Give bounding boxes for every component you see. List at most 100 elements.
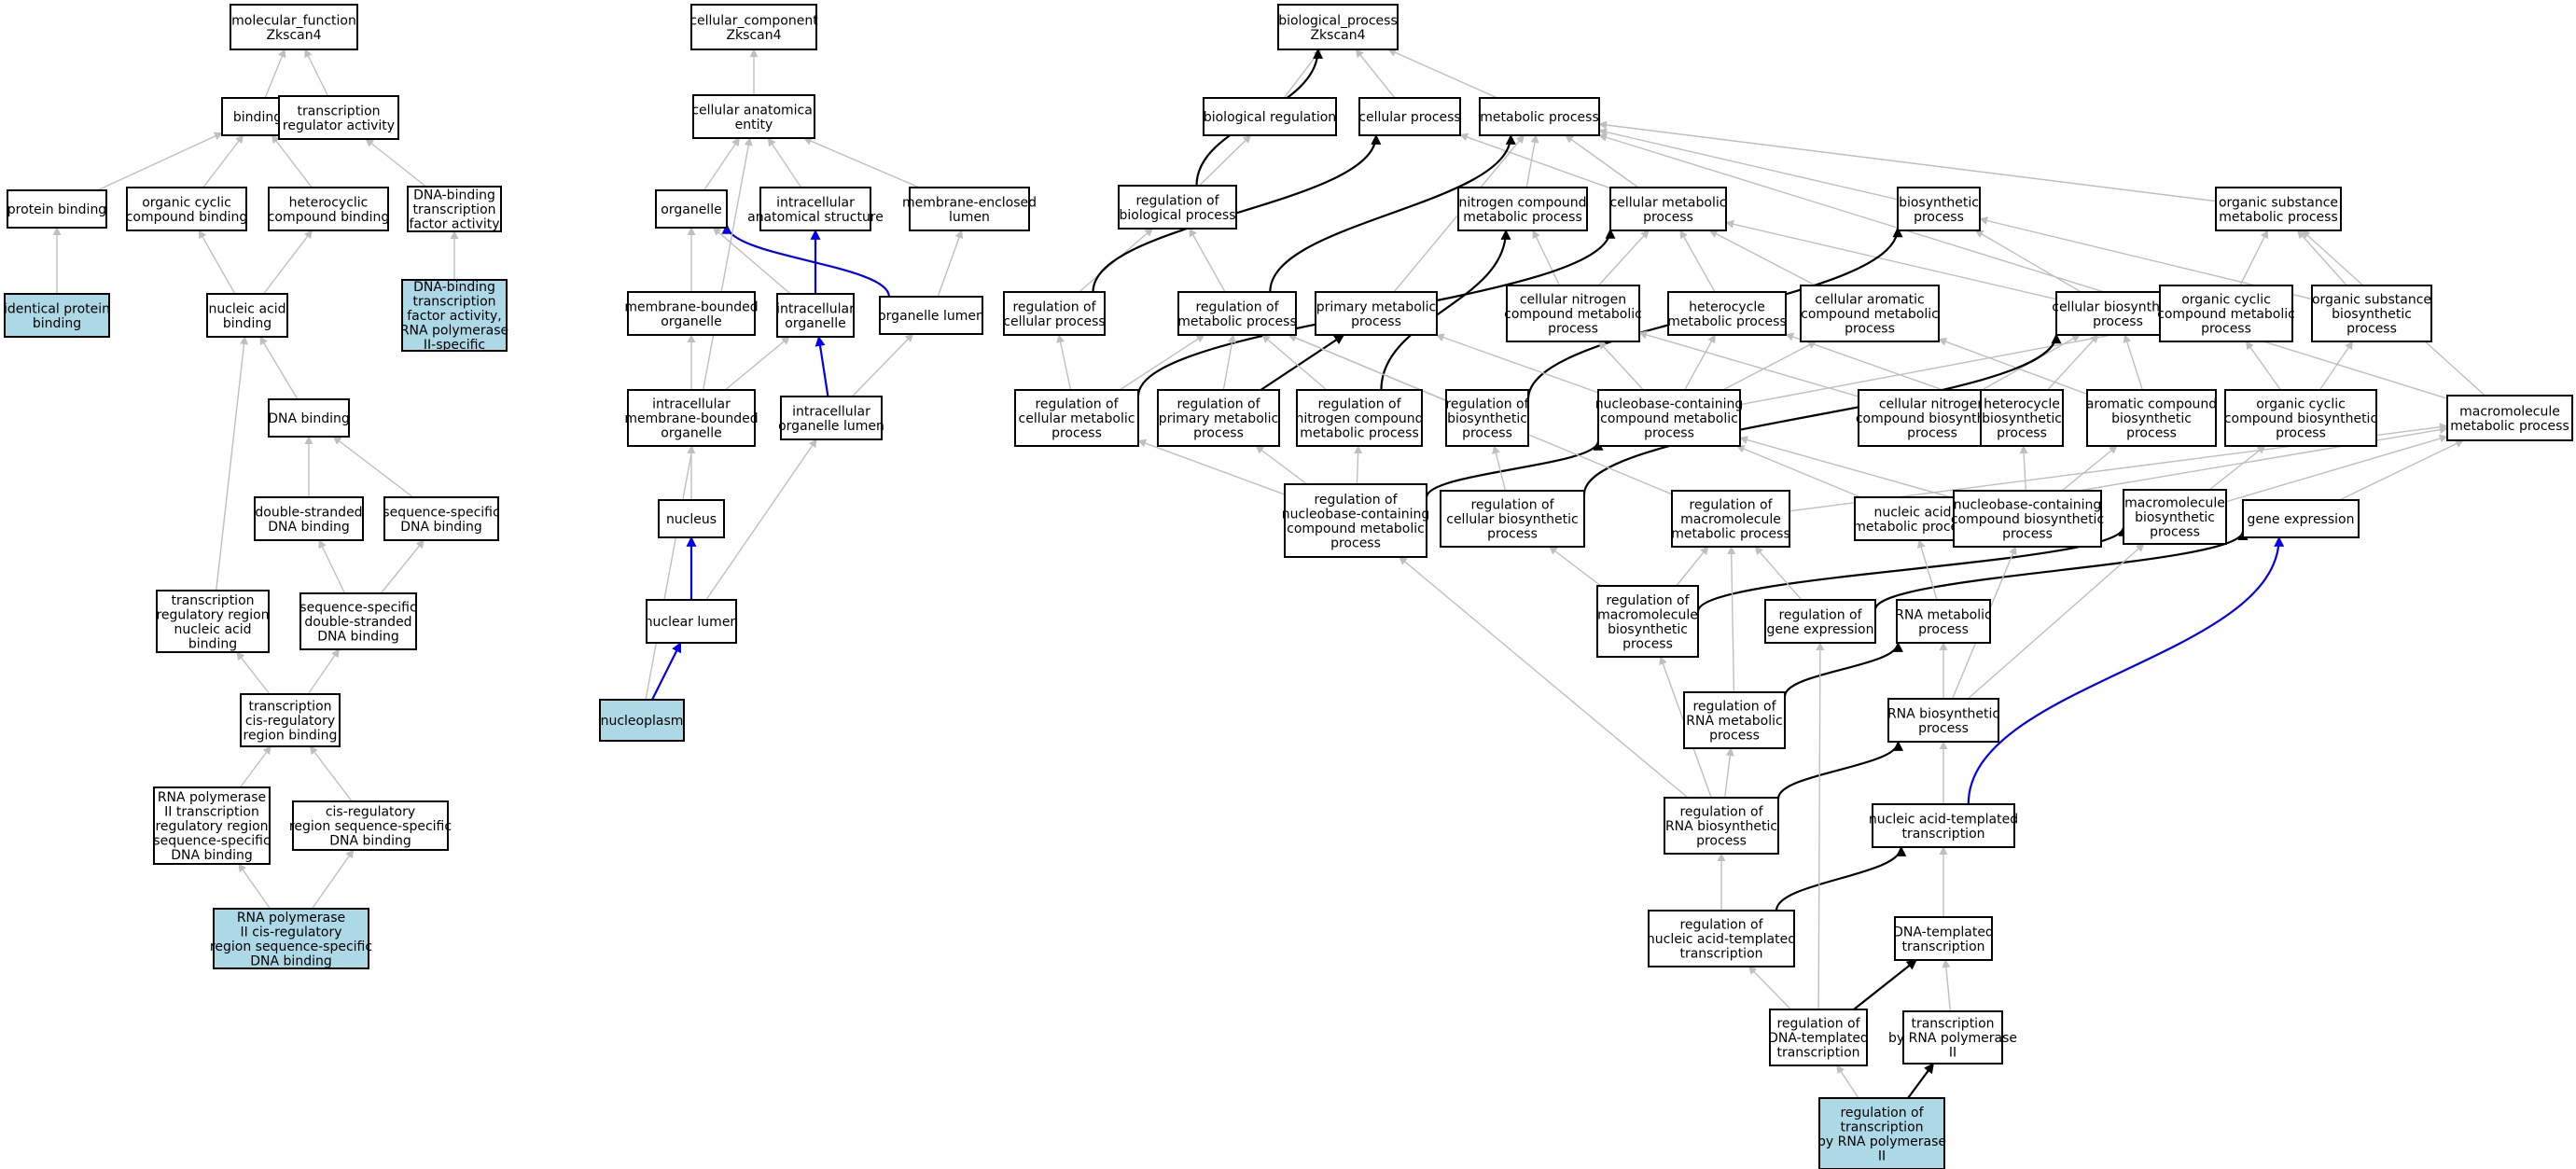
node-label-line: biosynthetic — [1899, 195, 1979, 210]
node-label-line: primary metabolic — [1159, 411, 1279, 426]
node-label-line: transcription — [1840, 1120, 1923, 1134]
node-nucleoplasm[interactable]: nucleoplasm — [599, 699, 685, 742]
node-organelle-lumen[interactable]: organelle lumen — [878, 296, 984, 335]
node-box — [1667, 291, 1787, 336]
node-cell-proc[interactable]: cellular process — [1358, 97, 1461, 136]
node-box — [655, 189, 728, 229]
node-bio-reg[interactable]: biological regulation — [1203, 97, 1337, 136]
edge-nucleobase_metab-to-heterocycle_metab — [1683, 334, 1716, 391]
node-label-line: regulatory region — [155, 819, 268, 834]
node-label-line: transcription — [1901, 939, 1984, 954]
edge-gene_expr-to-macromol_metab — [2339, 439, 2465, 501]
node-label-line: transcription — [412, 295, 495, 310]
node-label-line: process — [2276, 426, 2326, 441]
node-reg-nucleobase-metab[interactable]: regulation ofnucleobase-containingcompou… — [1282, 483, 1430, 558]
node-label-line: biosynthetic — [2332, 307, 2412, 322]
node-reg-macromol-biosyn[interactable]: regulation ofmacromoleculebiosyntheticpr… — [1596, 585, 1699, 658]
node-label-line: compound biosynthetic — [1856, 411, 2009, 426]
node-nuclear-lumen[interactable]: nuclear lumen — [645, 599, 739, 644]
node-label-line: cis-regulatory — [326, 805, 415, 820]
edge-seq_spec_ds_dna-to-seq_spec_dna — [380, 539, 425, 594]
edge-reg_cell_metab-to-reg_cell_proc — [1056, 334, 1072, 391]
edge-cell_metab-to-metab_proc — [1565, 134, 1639, 188]
node-label-line: cellular anatomical — [691, 103, 815, 118]
node-nucleus[interactable]: nucleus — [658, 499, 725, 538]
node-label-line: DNA binding — [268, 411, 349, 426]
node-label-line: regulation of — [1314, 493, 1398, 508]
edge-nucleic_acid_binding-to-org_cyclic_binding — [198, 230, 236, 295]
node-box — [268, 398, 350, 438]
node-metab-proc[interactable]: metabolic process — [1479, 97, 1600, 136]
node-protein-binding[interactable]: protein binding — [7, 189, 107, 229]
node-dna-binding[interactable]: DNA binding — [268, 398, 350, 438]
node-label-line: process — [1709, 729, 1760, 744]
node-gene-expr[interactable]: gene expression — [2242, 499, 2360, 538]
node-label-line: regulation of — [1679, 805, 1763, 820]
node-organelle[interactable]: organelle — [655, 189, 728, 229]
